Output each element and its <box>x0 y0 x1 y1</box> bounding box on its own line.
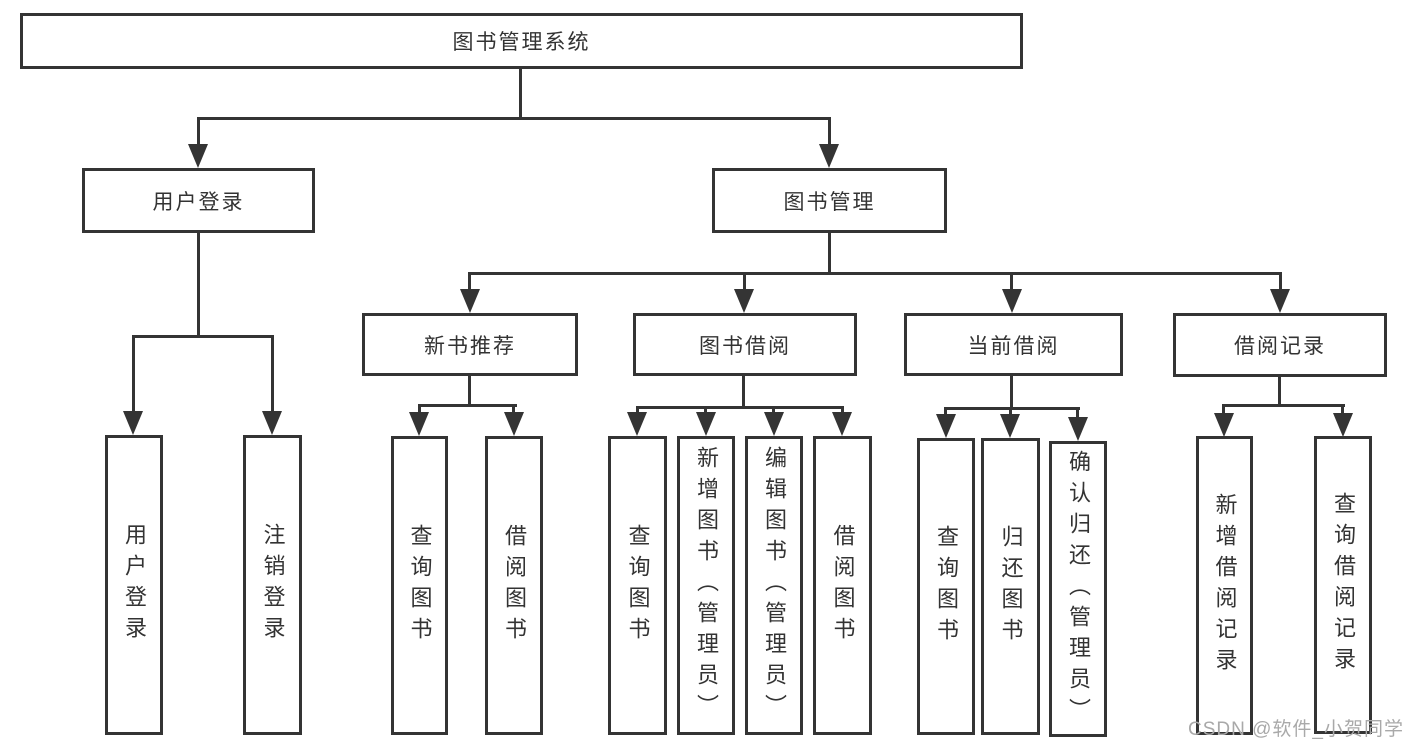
connector-line <box>271 337 274 413</box>
connector-line <box>1010 274 1013 291</box>
leaf-label: 查询图书 <box>407 523 433 648</box>
connector-line <box>1010 376 1013 409</box>
node-label: 新书推荐 <box>424 334 516 358</box>
leaf-label: 查询借阅记录 <box>1331 492 1356 678</box>
node-label: 图书管理 <box>783 190 876 214</box>
connector-line <box>132 337 135 413</box>
connector-line <box>1278 377 1281 406</box>
connector-line <box>197 117 831 120</box>
connector-line <box>636 408 639 414</box>
node-current-borrowing: 当前借阅 <box>904 313 1123 376</box>
connector-line <box>1341 406 1344 414</box>
arrow-down-icon <box>409 412 429 436</box>
leaf-user-login: 用户登录 <box>105 435 163 735</box>
connector-line <box>1076 409 1079 419</box>
leaf-label: 注销登录 <box>260 523 286 647</box>
arrow-down-icon <box>1068 417 1088 441</box>
connector-line <box>132 335 274 338</box>
connector-line <box>1279 274 1282 291</box>
connector-line <box>468 376 471 406</box>
connector-line <box>512 406 515 414</box>
arrow-down-icon <box>123 411 143 435</box>
connector-line <box>197 233 200 337</box>
node-label: 当前借阅 <box>967 334 1060 358</box>
arrow-down-icon <box>819 144 839 168</box>
leaf-borrow-books-recommend: 借阅图书 <box>485 436 543 735</box>
leaf-edit-books-admin: 编辑图书（管理员） <box>745 436 803 735</box>
leaf-label: 用户登录 <box>122 523 147 647</box>
leaf-label: 新增图书（管理员） <box>694 446 719 725</box>
node-book-management-system: 图书管理系统 <box>20 13 1023 69</box>
node-label: 图书借阅 <box>699 334 791 358</box>
node-label: 借阅记录 <box>1234 335 1326 358</box>
arrow-down-icon <box>1002 289 1022 313</box>
leaf-add-borrow-record: 新增借阅记录 <box>1196 436 1253 735</box>
connector-line <box>636 406 844 409</box>
leaf-query-borrow-record: 查询借阅记录 <box>1314 436 1372 734</box>
arrow-down-icon <box>1214 413 1234 437</box>
csdn-watermark: CSDN @软件_小贺同学 <box>1188 719 1404 740</box>
leaf-label: 查询图书 <box>934 524 959 649</box>
leaf-logout: 注销登录 <box>243 435 302 735</box>
connector-line <box>197 117 200 146</box>
connector-line <box>944 407 1080 410</box>
arrow-down-icon <box>832 412 852 436</box>
node-borrowing-records: 借阅记录 <box>1173 313 1387 377</box>
node-user-login: 用户登录 <box>82 168 315 233</box>
arrow-down-icon <box>504 412 524 436</box>
leaf-confirm-return-admin: 确认归还（管理员） <box>1049 441 1107 737</box>
leaf-label: 查询图书 <box>625 523 651 648</box>
leaf-return-books: 归还图书 <box>981 438 1040 735</box>
arrow-down-icon <box>1270 289 1290 313</box>
connector-line <box>468 274 471 291</box>
connector-line <box>743 274 746 291</box>
leaf-label: 借阅图书 <box>502 523 527 648</box>
connector-line <box>418 406 421 414</box>
leaf-add-books-admin: 新增图书（管理员） <box>677 436 735 735</box>
leaf-label: 确认归还（管理员） <box>1066 449 1091 729</box>
node-book-borrowing: 图书借阅 <box>633 313 857 376</box>
leaf-query-books-current: 查询图书 <box>917 438 975 735</box>
connector-line <box>841 408 844 414</box>
arrow-down-icon <box>734 289 754 313</box>
connector-line <box>828 117 831 146</box>
arrow-down-icon <box>1000 414 1020 438</box>
connector-line <box>1222 404 1345 407</box>
leaf-label: 归还图书 <box>998 524 1024 649</box>
node-label: 用户登录 <box>152 190 245 214</box>
connector-line <box>519 69 522 119</box>
arrow-down-icon <box>936 414 956 438</box>
leaf-query-books-recommend: 查询图书 <box>391 436 448 735</box>
leaf-label: 编辑图书（管理员） <box>762 446 787 725</box>
arrow-down-icon <box>627 412 647 436</box>
leaf-query-books-borrowing: 查询图书 <box>608 436 667 735</box>
node-label: 图书管理系统 <box>452 31 591 54</box>
arrow-down-icon <box>460 289 480 313</box>
node-new-book-recommendation: 新书推荐 <box>362 313 578 376</box>
arrow-down-icon <box>188 144 208 168</box>
arrow-down-icon <box>1333 413 1353 437</box>
connector-line <box>1009 409 1012 416</box>
node-book-management: 图书管理 <box>712 168 947 233</box>
connector-line <box>418 404 517 407</box>
leaf-label: 新增借阅记录 <box>1212 492 1238 679</box>
arrow-down-icon <box>262 411 282 435</box>
connector-line <box>742 376 745 408</box>
arrow-down-icon <box>764 412 784 436</box>
connector-line <box>772 408 775 414</box>
connector-line <box>468 272 1282 275</box>
connector-line <box>1222 406 1225 414</box>
connector-line <box>704 408 707 414</box>
connector-line <box>828 233 831 275</box>
arrow-down-icon <box>696 412 716 436</box>
connector-line <box>944 409 947 416</box>
leaf-label: 借阅图书 <box>830 523 856 648</box>
leaf-borrow-books: 借阅图书 <box>813 436 872 735</box>
